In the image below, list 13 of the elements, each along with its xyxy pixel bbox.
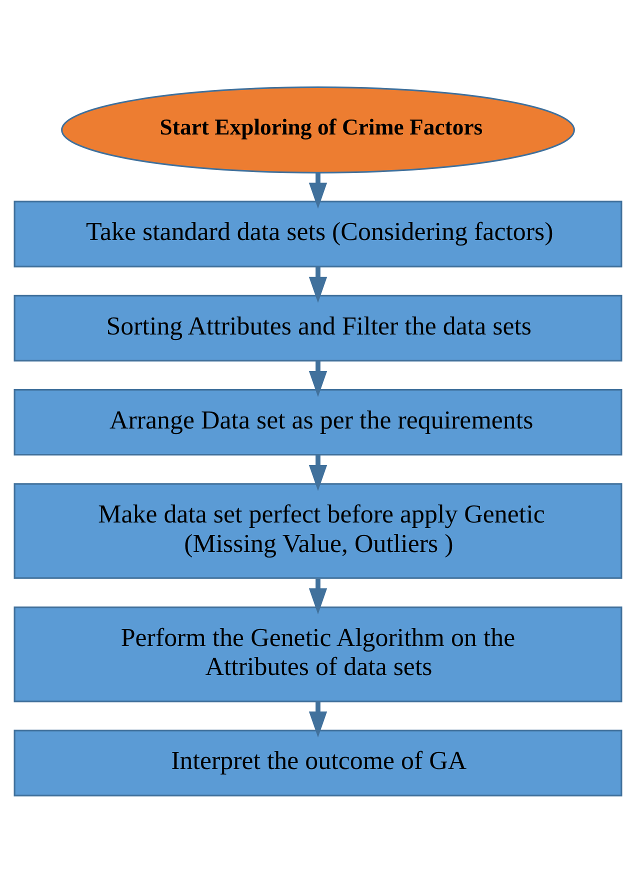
node-box: Interpret the outcome of GA — [14, 730, 622, 796]
arrow — [308, 578, 328, 614]
node-box: Take standard data sets (Considering factors) — [14, 200, 622, 268]
node-box: Arrange Data set as per the requirements — [14, 389, 622, 456]
arrow — [308, 172, 328, 209]
arrow — [308, 361, 328, 398]
arrow — [308, 266, 328, 303]
arrow — [308, 455, 328, 492]
arrow — [308, 702, 328, 738]
node-box: Perform the Genetic Algorithm on the Attributes of data sets — [14, 606, 622, 702]
node-box: Make data set perfect before apply Genetic (Missing Value, Outliers ) — [14, 483, 622, 579]
node-ellipse: Start Exploring of Crime Factors — [61, 86, 575, 174]
node-box: Sorting Attributes and Filter the data sets — [14, 294, 622, 362]
